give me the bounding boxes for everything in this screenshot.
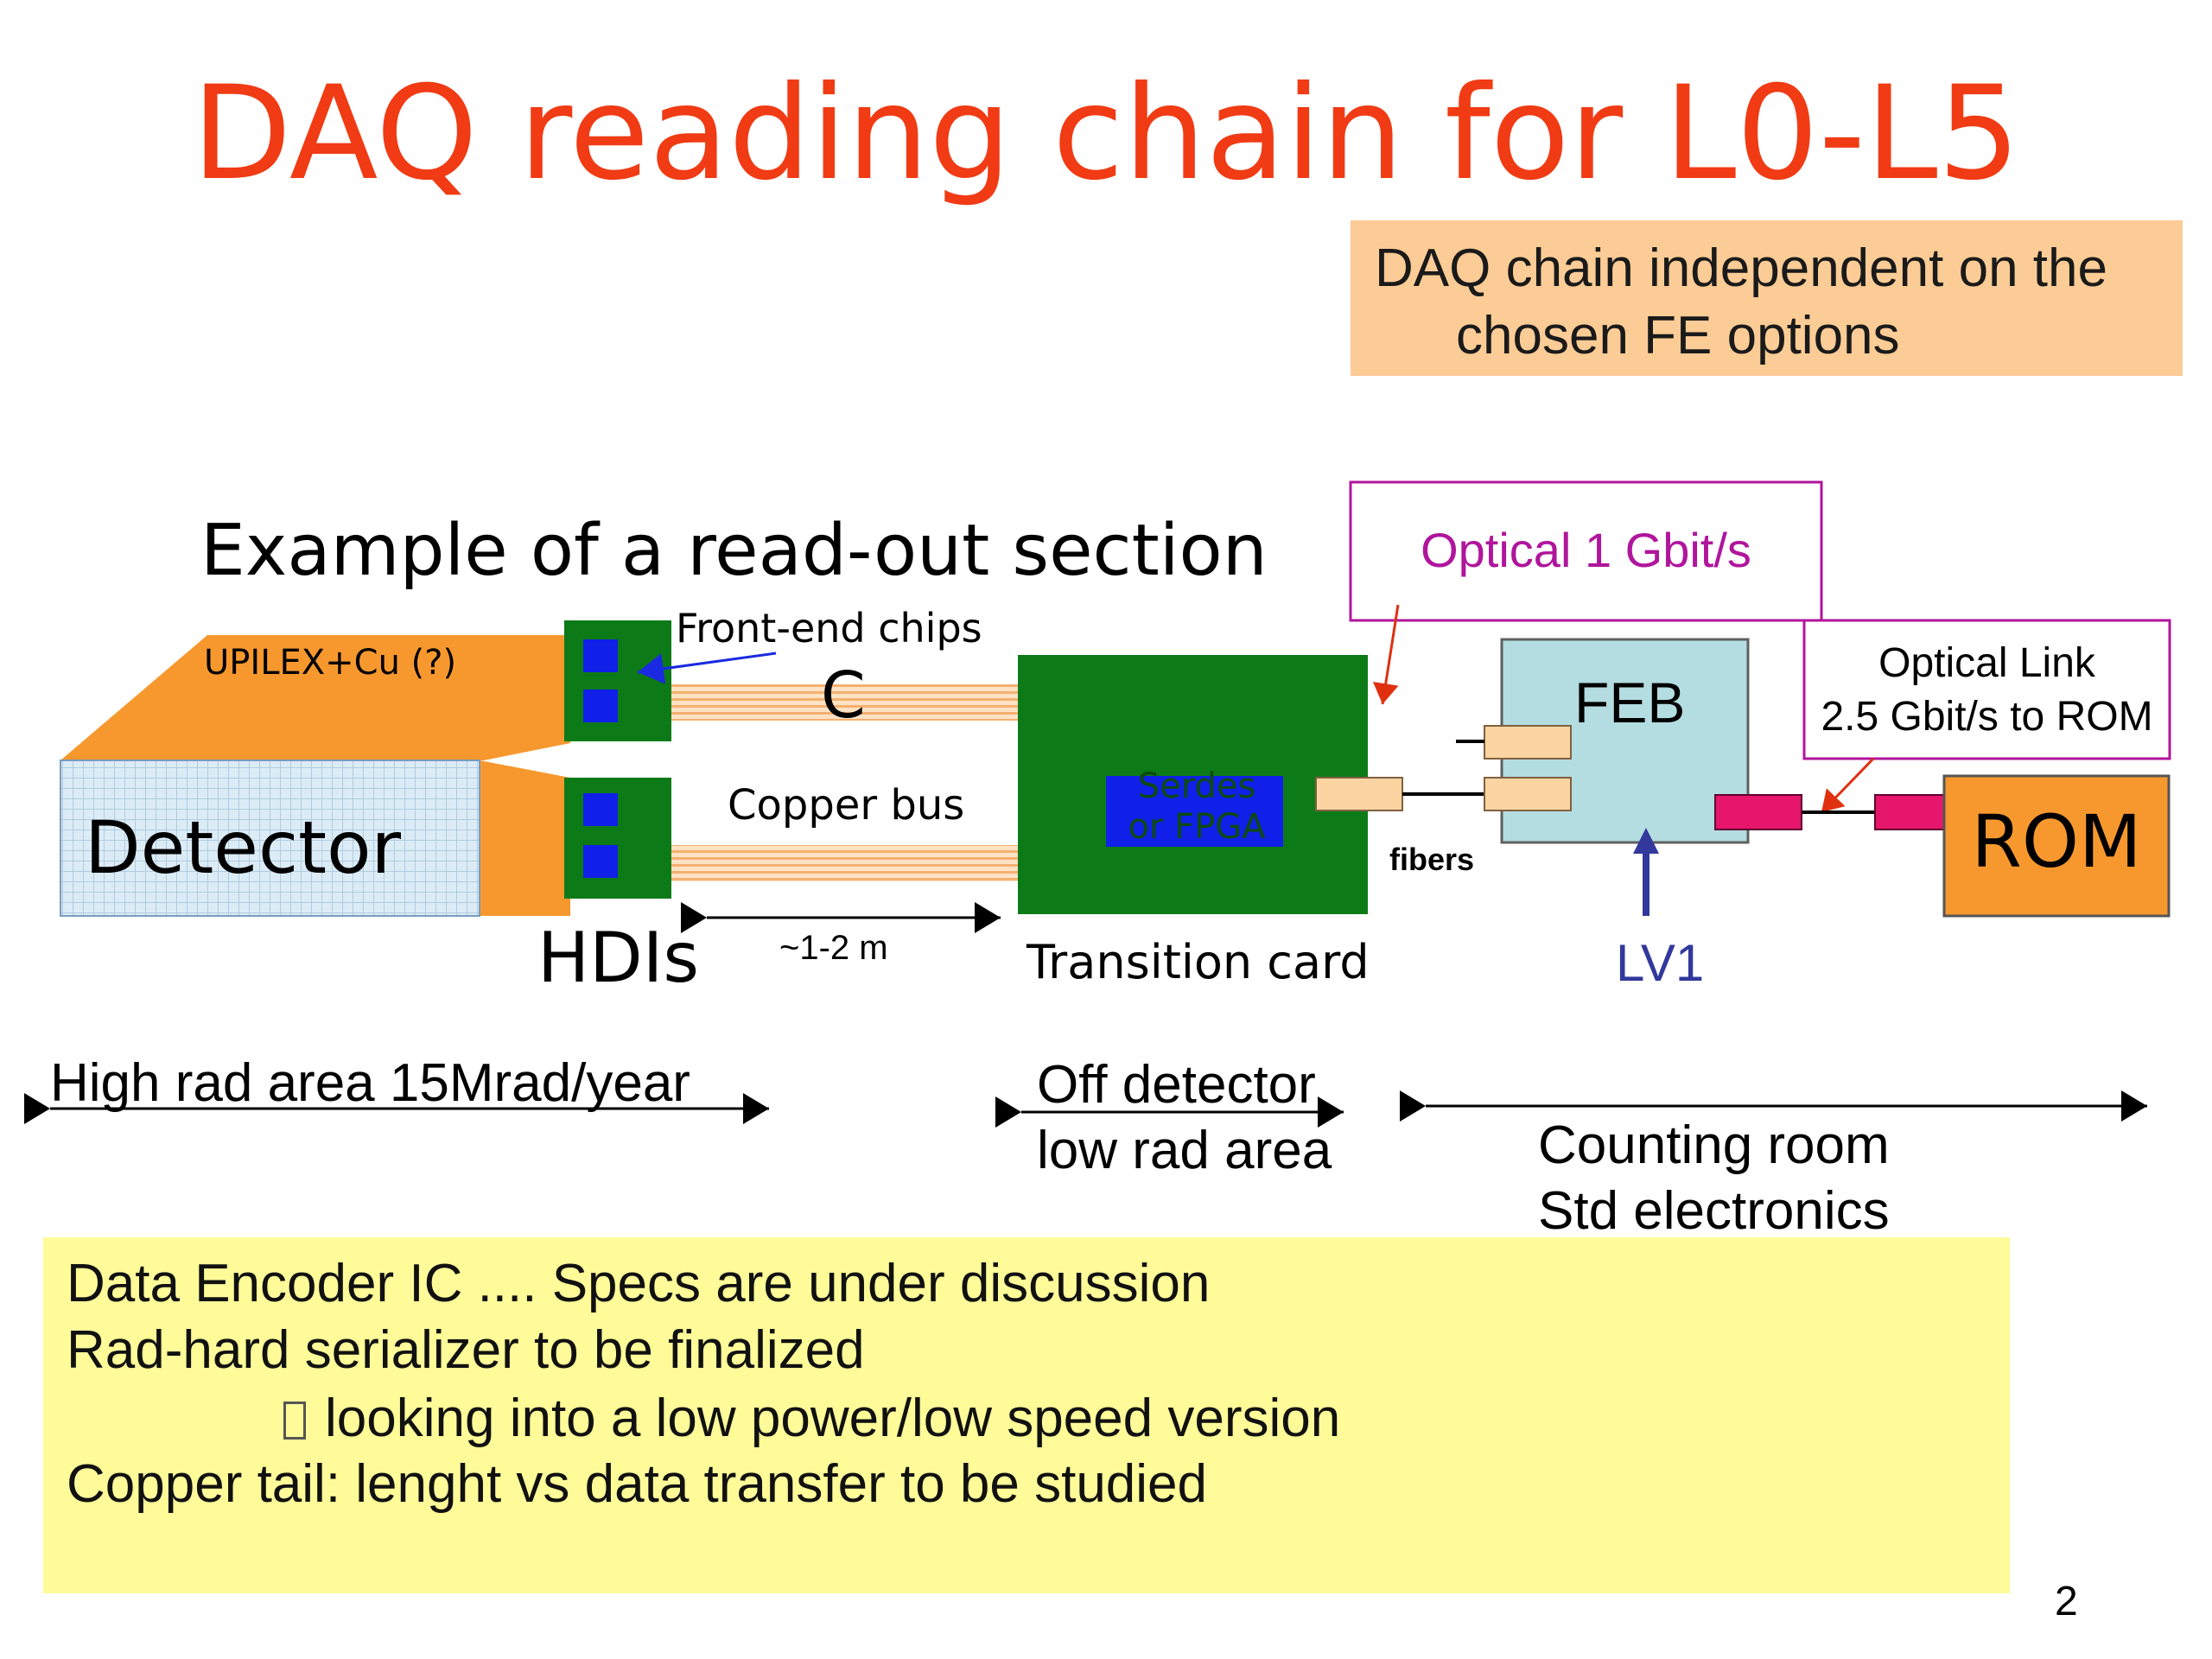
pink-connector-feb [1714, 794, 1802, 830]
counting-room-line2: Std electronics [1538, 1181, 1890, 1241]
optical-link-label-line1: Optical Link [1878, 640, 2095, 686]
copper-bus-label: Copper bus [728, 781, 965, 830]
optical-label: Optical 1 Gbit/s [1421, 523, 1751, 577]
upilex-flex [60, 635, 570, 760]
front-end-pointer [637, 652, 777, 684]
detector-block [60, 760, 480, 917]
front-end-label: Front-end chips [676, 605, 982, 652]
note-line-1: DAQ chain independent on the [1375, 238, 2107, 298]
notes-line-3: looking into a low power/low speed versi… [283, 1388, 1340, 1449]
upilex-label: UPILEX+Cu (?) [204, 643, 457, 683]
lv1-label: LV1 [1616, 934, 1705, 992]
hdis-label: HDIs [537, 918, 700, 998]
off-detector-line1: Off detector [1037, 1055, 1316, 1115]
lower-flex [480, 760, 570, 916]
notes-box: Data Encoder IC .... Specs are under dis… [43, 1237, 2010, 1593]
page-number: 2 [2055, 1579, 2078, 1624]
missing-glyph-icon [283, 1402, 306, 1440]
high-rad-label: High rad area 15Mrad/year [50, 1053, 690, 1113]
c-label: C [821, 658, 866, 733]
hdi-upper-board [564, 620, 671, 741]
notes-line-4: Copper tail: lenght vs data transfer to … [67, 1454, 1208, 1514]
transition-card-label: Transition card [1027, 935, 1370, 989]
transition-connector [1315, 777, 1403, 811]
fe-chip-3 [583, 793, 618, 826]
copper-cable-upper [670, 684, 1020, 721]
fibers-label: fibers [1389, 842, 1475, 877]
optical-link-label-line2: 2.5 Gbit/s to ROM [1821, 694, 2153, 740]
optical-link-pointer [1820, 757, 1875, 814]
optical-box [1349, 480, 1823, 622]
feb-label: FEB [1574, 671, 1686, 734]
notes-line-3-text: looking into a low power/low speed versi… [325, 1389, 1341, 1448]
slide-title: DAQ reading chain for L0-L5 [192, 59, 2020, 209]
notes-line-2: Rad-hard serializer to be finalized [67, 1320, 865, 1380]
lv1-arrowhead [1633, 828, 1659, 854]
copper-cable-lower [670, 845, 1020, 881]
rom-box [1942, 774, 2171, 918]
detector-label: Detector [85, 805, 402, 890]
serdes-chip [1106, 776, 1283, 847]
rom-label: ROM [1971, 799, 2142, 884]
fe-chip-2 [583, 690, 618, 722]
feb-connector-1 [1484, 725, 1572, 760]
feb-connector-2 [1484, 777, 1572, 811]
counting-room-line1: Counting room [1538, 1116, 1890, 1175]
note-box: DAQ chain independent on the chosen FE o… [1351, 220, 2183, 376]
serdes-label-line2: or FPGA [1128, 807, 1266, 847]
notes-line-1: Data Encoder IC .... Specs are under dis… [67, 1254, 1211, 1313]
optical-pointer [1372, 604, 1400, 705]
fe-chip-4 [583, 845, 618, 878]
optical-link-box [1802, 619, 2171, 760]
off-detector-line2: low rad area [1037, 1121, 1332, 1180]
length-label: ~1-2 m [779, 929, 888, 967]
section-title: Example of a read-out section [200, 510, 1268, 592]
serdes-label-line1: Serdes [1137, 766, 1256, 806]
note-line-2: chosen FE options [1456, 306, 1900, 365]
fe-chip-1 [583, 639, 618, 672]
